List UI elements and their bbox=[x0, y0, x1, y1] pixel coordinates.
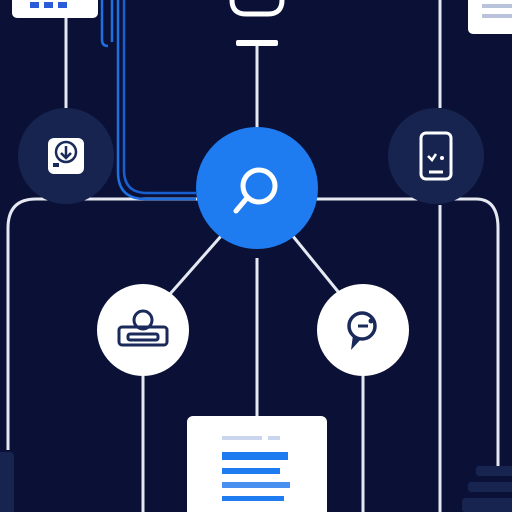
chat-message-icon bbox=[347, 311, 377, 350]
blue-trace-lines bbox=[100, 0, 196, 201]
line-right-outer bbox=[475, 197, 500, 470]
node-document-download[interactable] bbox=[18, 108, 114, 204]
bottom-left-partial[interactable] bbox=[0, 452, 14, 512]
top-left-card[interactable] bbox=[12, 0, 98, 18]
node-chat-message[interactable] bbox=[317, 284, 409, 376]
hub-node[interactable] bbox=[196, 127, 318, 249]
line-hub-right-bottom bbox=[290, 234, 342, 295]
node-user-profile[interactable] bbox=[97, 284, 189, 376]
line-left-outer bbox=[6, 197, 37, 450]
top-right-card[interactable] bbox=[468, 0, 512, 34]
search-icon bbox=[233, 167, 278, 214]
document-download-icon bbox=[48, 138, 84, 174]
node-list-document[interactable] bbox=[187, 416, 327, 512]
node-mobile-phone[interactable] bbox=[388, 108, 484, 204]
user-profile-icon bbox=[117, 309, 169, 347]
mobile-phone-icon bbox=[419, 131, 453, 181]
bottom-right-partial[interactable] bbox=[462, 466, 512, 512]
connector-lines bbox=[6, 0, 500, 512]
line-hub-left-bottom bbox=[168, 234, 224, 295]
top-device-icon[interactable] bbox=[229, 0, 285, 46]
list-document-icon bbox=[222, 436, 290, 501]
